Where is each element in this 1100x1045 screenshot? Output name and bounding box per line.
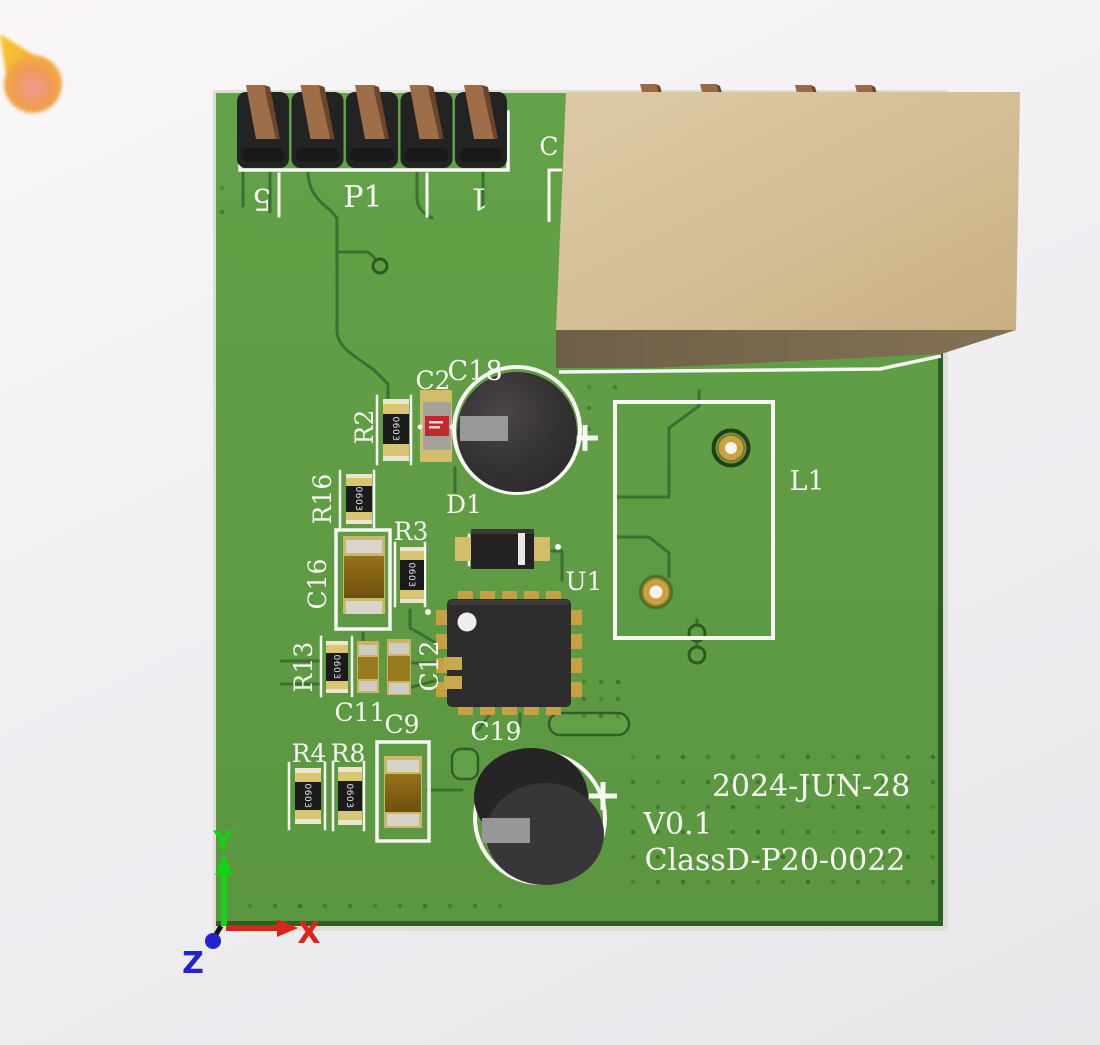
title-part-number: ClassD-P20-0022 <box>645 843 906 878</box>
axis-x-label: X <box>297 916 320 951</box>
resistor-marking: 0603 <box>302 784 312 809</box>
silkscreen <box>238 110 775 885</box>
header-housings <box>237 92 507 168</box>
partial-cap-label: C <box>539 132 558 161</box>
component-L1-pads[interactable] <box>639 428 751 609</box>
title-date: 2024-JUN-28 <box>712 769 910 804</box>
label-R16: R16 <box>308 474 337 525</box>
axis-y-arrowhead <box>215 854 233 875</box>
title-version: V0.1 <box>642 807 712 842</box>
partial-cap-silk: C <box>539 132 562 222</box>
component-C19[interactable] <box>474 748 604 885</box>
thermal-via-dots <box>219 185 936 909</box>
pin1-dot <box>457 612 477 632</box>
label-C12: C12 <box>415 641 444 692</box>
axis-y-label: Y <box>212 826 233 857</box>
component-D1[interactable] <box>455 529 550 569</box>
label-pin1: 1 <box>469 180 488 215</box>
label-R13: R13 <box>289 642 318 693</box>
resistor-marking: 0603 <box>331 655 341 680</box>
component-C18[interactable] <box>457 372 577 492</box>
silkscreen-labels: 5 P1 1 C2 C18 R2 R16 C16 R3 D1 U1 L1 C12… <box>252 180 910 878</box>
label-R8: R8 <box>331 739 366 768</box>
label-R2: R2 <box>350 410 379 445</box>
header-pins <box>246 85 498 139</box>
resistor-marking: 0603 <box>353 487 363 512</box>
copper-traces <box>241 168 701 792</box>
axis-gizmo[interactable]: Y X Z <box>182 826 320 981</box>
board-edge-right <box>938 93 943 926</box>
copper-pours <box>450 711 631 781</box>
label-C16: C16 <box>303 559 332 610</box>
resistor-marking: 0603 <box>390 417 400 442</box>
component-R4[interactable]: 0603 <box>295 768 321 824</box>
label-U1: U1 <box>566 567 603 596</box>
component-U1[interactable] <box>436 591 582 715</box>
component-R2[interactable]: 0603 <box>383 399 409 461</box>
label-D1: D1 <box>446 490 482 519</box>
axis-z-label: Z <box>182 946 204 981</box>
comet-head <box>4 55 62 113</box>
polarity-plus-marks <box>572 425 617 810</box>
label-P1: P1 <box>343 180 382 215</box>
component-C9[interactable] <box>384 756 422 828</box>
component-R3[interactable]: 0603 <box>400 547 424 603</box>
component-C12[interactable] <box>444 657 462 689</box>
label-C9: C9 <box>384 710 419 739</box>
transformer-silk-line <box>558 354 942 374</box>
fiducial-dots <box>425 544 561 615</box>
component-C16[interactable] <box>343 536 385 614</box>
axis-x-arrowhead <box>277 919 298 937</box>
component-R16[interactable]: 0603 <box>346 474 372 524</box>
component-transformer[interactable] <box>556 84 1020 374</box>
label-R4: R4 <box>292 739 327 768</box>
comet-cursor <box>0 34 62 113</box>
axis-z-dot <box>205 933 221 949</box>
component-R8[interactable]: 0603 <box>338 767 362 825</box>
label-C19: C19 <box>471 717 522 746</box>
label-C2: C2 <box>415 366 450 395</box>
component-C2[interactable] <box>417 390 455 462</box>
board-edge-bottom <box>216 921 943 926</box>
label-C11: C11 <box>335 698 386 727</box>
transformer-body <box>556 92 1020 330</box>
transformer-bottom-face <box>556 330 1016 368</box>
resistor-marking: 0603 <box>344 784 354 809</box>
label-pin5: 5 <box>252 181 271 216</box>
component-P1-header[interactable] <box>237 85 507 168</box>
label-C18: C18 <box>447 356 502 387</box>
label-L1: L1 <box>789 466 824 497</box>
label-R3: R3 <box>394 517 429 546</box>
component-C11[interactable] <box>357 639 411 695</box>
resistor-marking: 0603 <box>406 563 416 588</box>
component-R13[interactable]: 0603 <box>326 641 348 693</box>
